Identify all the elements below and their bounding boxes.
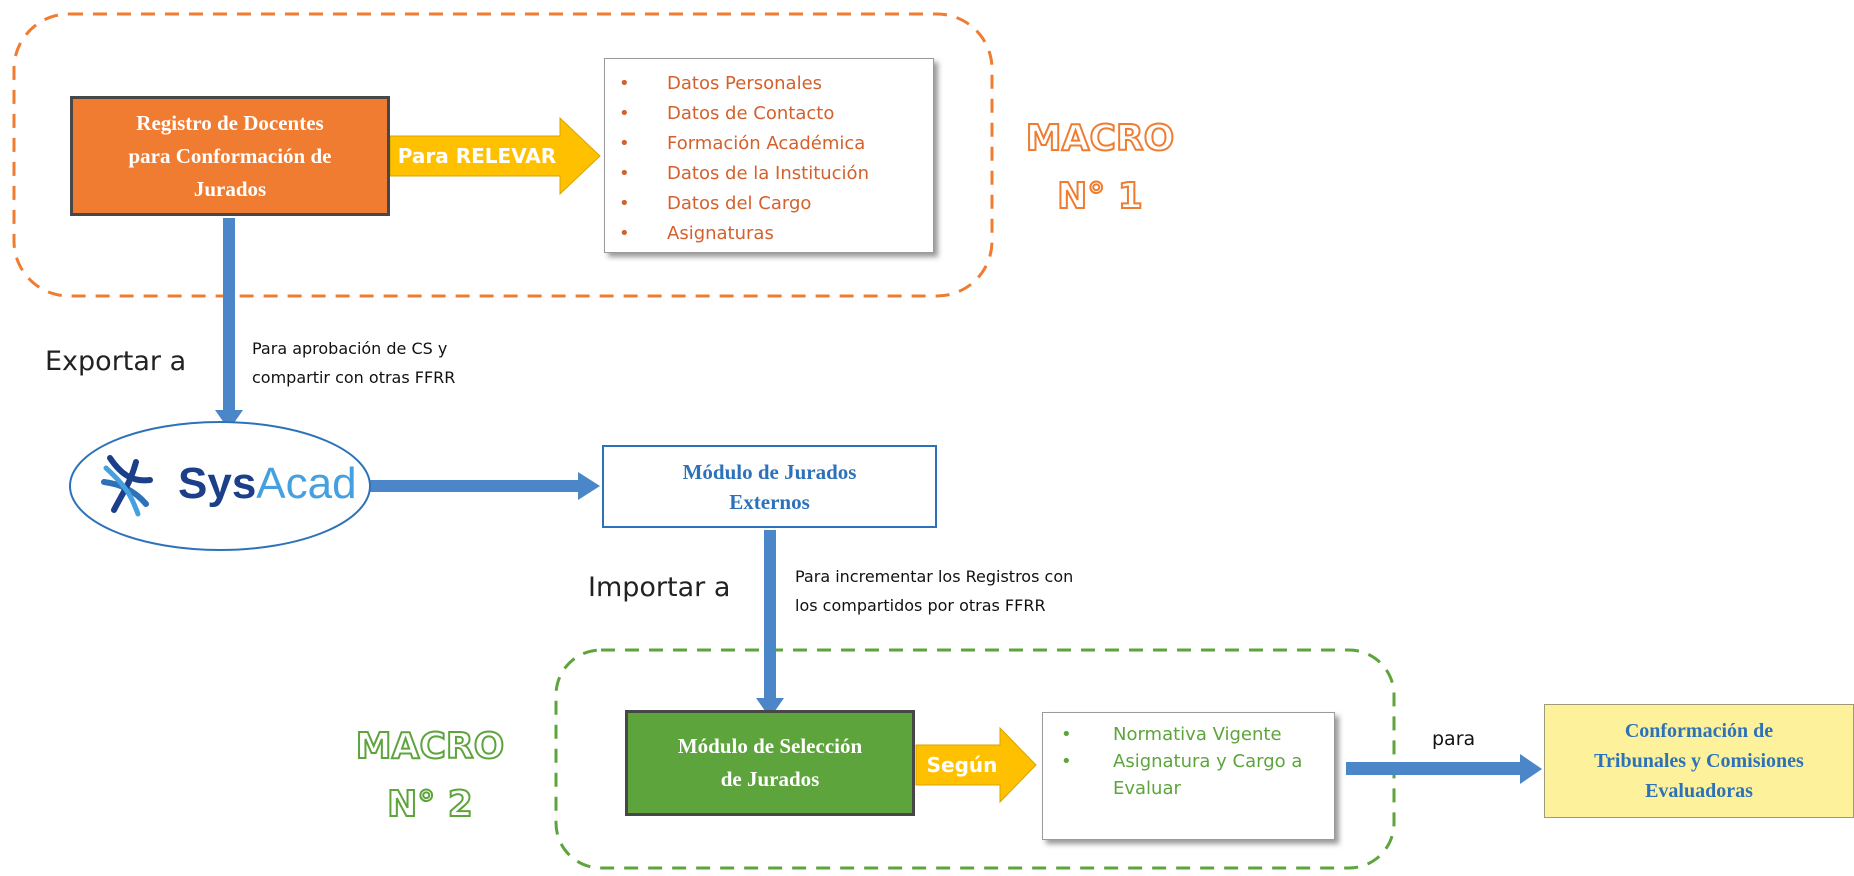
- export-label: Exportar a: [45, 346, 187, 377]
- registro-line2: para Conformación de: [128, 143, 332, 168]
- macro2-title-line1: MACRO: [355, 725, 505, 768]
- macro2-title-line2: N° 2: [386, 783, 474, 826]
- field-item: Formación Académica: [605, 129, 933, 159]
- registro-line3: Jurados: [193, 176, 267, 201]
- macro1-frame: [12, 12, 994, 298]
- modulo-jurados-externos-box: Módulo de Jurados Externos: [602, 445, 937, 528]
- field-item: Datos de Contacto: [605, 99, 933, 129]
- sysacad-name-acad: Acad: [256, 459, 357, 508]
- para-arrow: [1346, 754, 1542, 784]
- criteria-item: Normativa Vigente: [1043, 721, 1334, 748]
- para-relevar-label: Para RELEVAR: [397, 144, 557, 168]
- sysacad-name-sys: Sys: [178, 459, 257, 508]
- criteria-item: Asignatura y Cargo a Evaluar: [1043, 748, 1334, 802]
- registro-line1: Registro de Docentes: [136, 110, 324, 135]
- export-note-line2: compartir con otras FFRR: [252, 368, 456, 387]
- macro1-title: MACRO N° 1: [1000, 110, 1200, 226]
- export-note-line1: Para aprobación de CS y: [252, 339, 448, 358]
- macro1-title-line2: N° 1: [1056, 175, 1144, 218]
- para-label: para: [1432, 728, 1476, 750]
- segun-arrow: [915, 726, 1037, 804]
- registro-docentes-box: Registro de Docentes para Conformación d…: [70, 96, 390, 216]
- para-relevar-arrow: [389, 116, 601, 196]
- sysacad-ellipse: [69, 421, 371, 551]
- macro2-title: MACRO N° 2: [330, 718, 530, 834]
- result-line1: Conformación de: [1624, 720, 1774, 742]
- field-item: Asignaturas: [605, 219, 933, 249]
- field-item: Datos Personales: [605, 69, 933, 99]
- conformacion-tribunales-box: Conformación de Tribunales y Comisiones …: [1544, 704, 1854, 818]
- sysacad-logo-icon: [101, 455, 153, 517]
- import-note-line1: Para incrementar los Registros con: [795, 567, 1074, 586]
- export-note: Para aprobación de CS y compartir con ot…: [252, 334, 455, 392]
- criteria-list-box: Normativa Vigente Asignatura y Cargo a E…: [1042, 712, 1335, 840]
- segun-label: Según: [926, 753, 998, 777]
- modulo-seleccion-box: Módulo de Selección de Jurados: [625, 710, 915, 816]
- modulo-externos-line1: Módulo de Jurados: [682, 459, 857, 484]
- result-line3: Evaluadoras: [1645, 780, 1753, 802]
- import-note-line2: los compartidos por otras FFRR: [795, 596, 1046, 615]
- result-line2: Tribunales y Comisiones: [1594, 750, 1804, 772]
- field-item: Datos de la Institución: [605, 159, 933, 189]
- fields-list-box: Datos Personales Datos de Contacto Forma…: [604, 58, 934, 253]
- sysacad-to-externos-arrow: [370, 472, 600, 500]
- import-note: Para incrementar los Registros con los c…: [795, 562, 1073, 620]
- import-label: Importar a: [588, 572, 731, 603]
- seleccion-line2: de Jurados: [720, 767, 820, 791]
- macro1-title-line1: MACRO: [1025, 117, 1175, 160]
- modulo-externos-line2: Externos: [729, 489, 810, 514]
- sysacad-logo: SysAcad: [178, 456, 357, 512]
- export-arrow: [215, 218, 243, 430]
- seleccion-line1: Módulo de Selección: [677, 734, 863, 758]
- import-arrow: [756, 530, 784, 718]
- field-item: Datos del Cargo: [605, 189, 933, 219]
- macro2-frame: [554, 648, 1396, 870]
